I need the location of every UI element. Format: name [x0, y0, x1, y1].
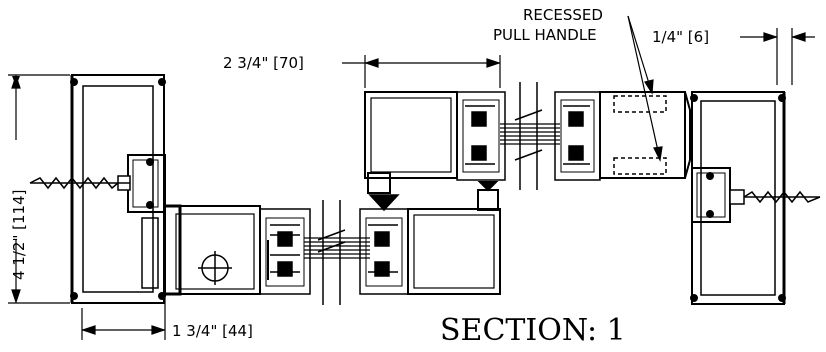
- dimension-panel-width: [342, 55, 501, 88]
- dimension-quarter: [740, 28, 815, 85]
- upper-door-panel: [364, 91, 458, 179]
- center-left-panel-rails: [304, 237, 370, 259]
- handle-callout-line2: PULL HANDLE: [493, 26, 597, 44]
- depth-dimension-label: 1 3/4" [44]: [172, 322, 253, 340]
- break-line-right: [514, 82, 543, 190]
- section-title: SECTION: 1: [440, 313, 626, 347]
- right-anchor-screw: [729, 189, 821, 205]
- left-interlock-profile: [259, 208, 311, 295]
- upper-panel-rails: [500, 123, 560, 145]
- quarter-dimension-label: 1/4" [6]: [652, 28, 709, 46]
- center-panel: [407, 208, 501, 295]
- handle-callout-line1: RECESSED: [523, 6, 603, 24]
- pivot-mark-icon: [198, 251, 232, 285]
- dimension-depth: [81, 298, 166, 340]
- upper-interlock-profile: [456, 91, 506, 181]
- right-interlock-profile: [554, 91, 601, 181]
- right-jamb-frame: [690, 91, 786, 305]
- height-dimension-label: 4 1/2" [114]: [10, 190, 28, 280]
- guide-blocks: [367, 172, 499, 211]
- handle-leader-lines: [627, 15, 663, 162]
- handle-stile: [599, 91, 691, 179]
- break-line-left: [317, 200, 346, 305]
- dimension-height: [8, 74, 70, 304]
- panel-width-dimension-label: 2 3/4" [70]: [223, 54, 304, 72]
- center-interlock-profile: [359, 194, 409, 295]
- left-anchor-screw: [29, 175, 131, 191]
